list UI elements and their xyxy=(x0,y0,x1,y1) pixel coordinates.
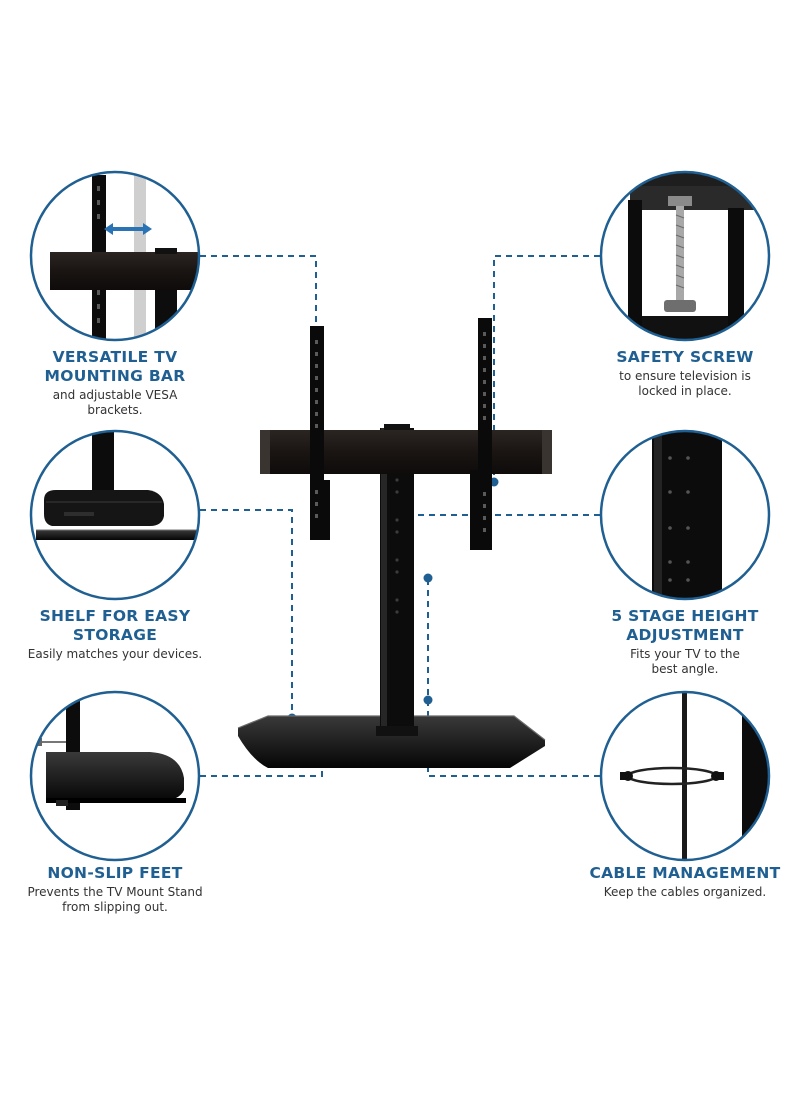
feature-title: NON-SLIP FEET xyxy=(47,864,183,882)
feature-cable: CABLE MANAGEMENT Keep the cables organiz… xyxy=(585,864,785,900)
feature-title: 5 STAGE HEIGHT ADJUSTMENT xyxy=(611,607,759,644)
connector-shelf xyxy=(200,509,293,718)
feature-title: VERSATILE TV MOUNTING BAR xyxy=(44,348,186,385)
connector-cable xyxy=(427,580,600,777)
connector-feet xyxy=(200,745,323,777)
pole-closeup xyxy=(599,429,771,601)
mounting-bar-closeup xyxy=(29,170,201,342)
feature-shelf: SHELF FOR EASY STORAGE Easily matches yo… xyxy=(15,607,215,662)
vesa-bracket-right xyxy=(478,318,492,550)
feature-feet: NON-SLIP FEET Prevents the TV Mount Stan… xyxy=(15,864,215,915)
feature-title: SAFETY SCREW xyxy=(616,348,754,366)
feature-description: Keep the cables organized. xyxy=(603,885,767,899)
mounting-bar xyxy=(260,430,552,474)
feature-height: 5 STAGE HEIGHT ADJUSTMENT Fits your TV t… xyxy=(585,607,785,677)
tv-stand xyxy=(237,318,552,768)
connector-lines xyxy=(200,255,600,777)
feature-description: Prevents the TV Mount Stand from slippin… xyxy=(27,885,203,914)
feature-screw: SAFETY SCREW to ensure television is loc… xyxy=(585,348,785,399)
feet-closeup xyxy=(29,690,201,862)
feature-mounting-bar: VERSATILE TV MOUNTING BAR and adjustable… xyxy=(15,348,215,418)
feature-description: Fits your TV to the best angle. xyxy=(630,647,740,676)
feature-description: and adjustable VESA brackets. xyxy=(52,388,178,417)
shelf-closeup xyxy=(29,429,201,601)
screw-closeup xyxy=(599,170,771,342)
connector-mounting-bar xyxy=(200,255,317,395)
feature-description: to ensure television is locked in place. xyxy=(619,369,751,398)
connector-screw xyxy=(493,255,600,480)
cable-clip-closeup xyxy=(599,690,771,862)
feature-title: CABLE MANAGEMENT xyxy=(589,864,781,882)
glass-base xyxy=(238,716,545,768)
feature-title: SHELF FOR EASY STORAGE xyxy=(39,607,191,644)
feature-description: Easily matches your devices. xyxy=(27,647,203,661)
